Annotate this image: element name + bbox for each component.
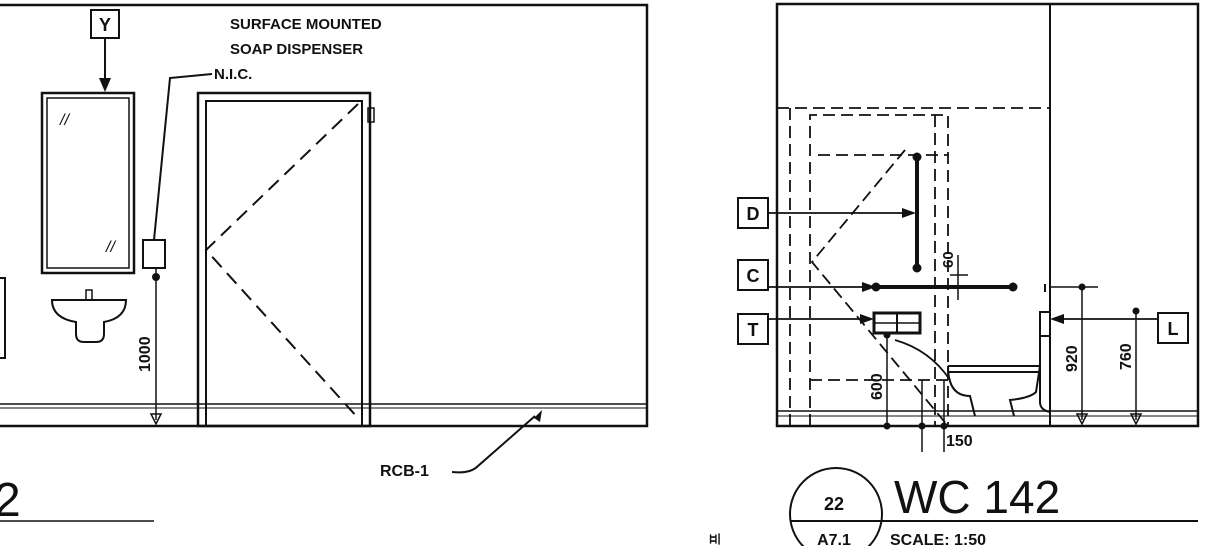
paper-towel-dispenser-edge: [0, 277, 6, 359]
tag-l-label: L: [1168, 319, 1179, 339]
scale-label: SCALE: 1:50: [890, 532, 986, 546]
flush-lever: [1039, 311, 1051, 337]
grab-bar-horizontal-end-right: [1008, 282, 1018, 292]
detail-bubble: [789, 467, 883, 546]
mirror-inner: [46, 97, 130, 269]
rcb-label: RCB-1: [380, 463, 429, 480]
detail-number: 22: [824, 494, 844, 514]
left-wall-outline: [0, 3, 649, 428]
mirror-outer: [40, 91, 136, 275]
tag-t-label: T: [748, 320, 759, 340]
tag-d-label: D: [747, 204, 760, 224]
rcb-arrow: [534, 410, 542, 422]
mirror-mark-bottom: //: [105, 239, 116, 256]
hidden-lines: [777, 107, 1051, 427]
tag-y-label: Y: [99, 15, 111, 35]
margin-mark: 프: [708, 533, 723, 545]
soap-label-line3: N.I.C.: [214, 66, 252, 83]
dim-760-arrow: [1129, 413, 1143, 426]
tag-y-arrow: [99, 78, 111, 92]
dim-150-label: 150: [946, 433, 973, 450]
tag-d-arrow: [902, 208, 916, 218]
left-title-fragment: 2: [0, 474, 21, 527]
toilet-curve: [894, 339, 951, 381]
dim-1000-label: 1000: [137, 336, 154, 372]
dim-760-label: 760: [1118, 343, 1135, 370]
tag-t-arrow: [860, 314, 874, 324]
soap-label-line2: SOAP DISPENSER: [230, 41, 363, 58]
dim-150-node-left: [918, 422, 926, 430]
grab-bar-vertical-end-top: [912, 152, 922, 162]
tag-c-arrow: [862, 282, 876, 292]
dim-1000-arrow: [149, 413, 163, 426]
grab-bar-vertical-end-bottom: [912, 263, 922, 273]
sink-basin: [50, 299, 128, 343]
toilet-tank: [1039, 330, 1051, 413]
door-swing-lines: [204, 103, 359, 419]
sheet-number: A7.1: [817, 532, 851, 546]
dim-920-arrow: [1075, 413, 1089, 426]
rcb-leader: [451, 415, 536, 474]
tag-c-box: [737, 259, 769, 291]
mirror-mark-top: //: [59, 112, 70, 129]
tag-t-box: [737, 313, 769, 345]
dim-150-node-right: [940, 422, 948, 430]
dim-600-label: 600: [869, 373, 886, 400]
tag-l-box: [1157, 312, 1189, 344]
door-frame-outer: [196, 91, 372, 428]
right-wall-outline: [775, 2, 1200, 428]
right-elevation: D C T L 60 600 920 760: [737, 2, 1200, 546]
tag-c-label: C: [747, 266, 760, 286]
door-hinge-top: [367, 107, 375, 123]
soap-label-line1: SURFACE MOUNTED: [230, 16, 382, 33]
wc-title: WC 142: [894, 471, 1060, 523]
sink-faucet: [85, 289, 93, 301]
soap-dispenser: [142, 239, 166, 269]
dim-920-label: 920: [1064, 345, 1081, 372]
toilet-bowl: [947, 365, 1042, 417]
dim-600-node-bottom: [883, 422, 891, 430]
left-elevation: Y // // SURFACE MOUNTED SOAP DISPENSER N…: [0, 3, 649, 527]
door-frame-inner: [205, 100, 363, 427]
soap-dispenser-leader: [153, 73, 213, 241]
dim-60-label: 60: [940, 251, 957, 268]
tag-l-arrow: [1050, 314, 1064, 324]
